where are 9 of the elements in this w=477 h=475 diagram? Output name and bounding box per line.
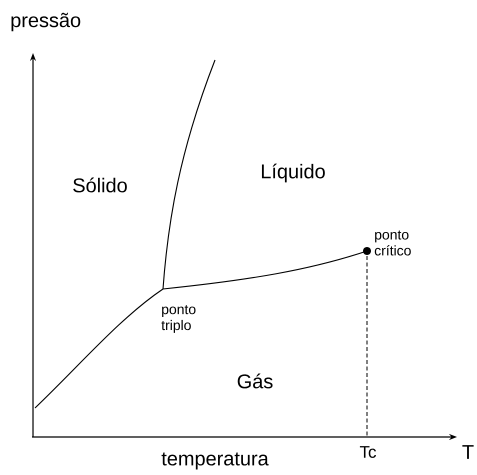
axis-label: Tc bbox=[360, 446, 376, 458]
point-label: ponto crítico bbox=[374, 230, 411, 256]
region-label: Sólido bbox=[73, 178, 127, 192]
region-label: Líquido bbox=[262, 164, 325, 182]
point-label: ponto triplo bbox=[161, 305, 196, 333]
axis-label: T bbox=[462, 445, 474, 459]
region-label: Gás bbox=[238, 374, 273, 388]
axis-label: pressão bbox=[12, 12, 80, 32]
axis-label: temperatura bbox=[162, 452, 269, 470]
